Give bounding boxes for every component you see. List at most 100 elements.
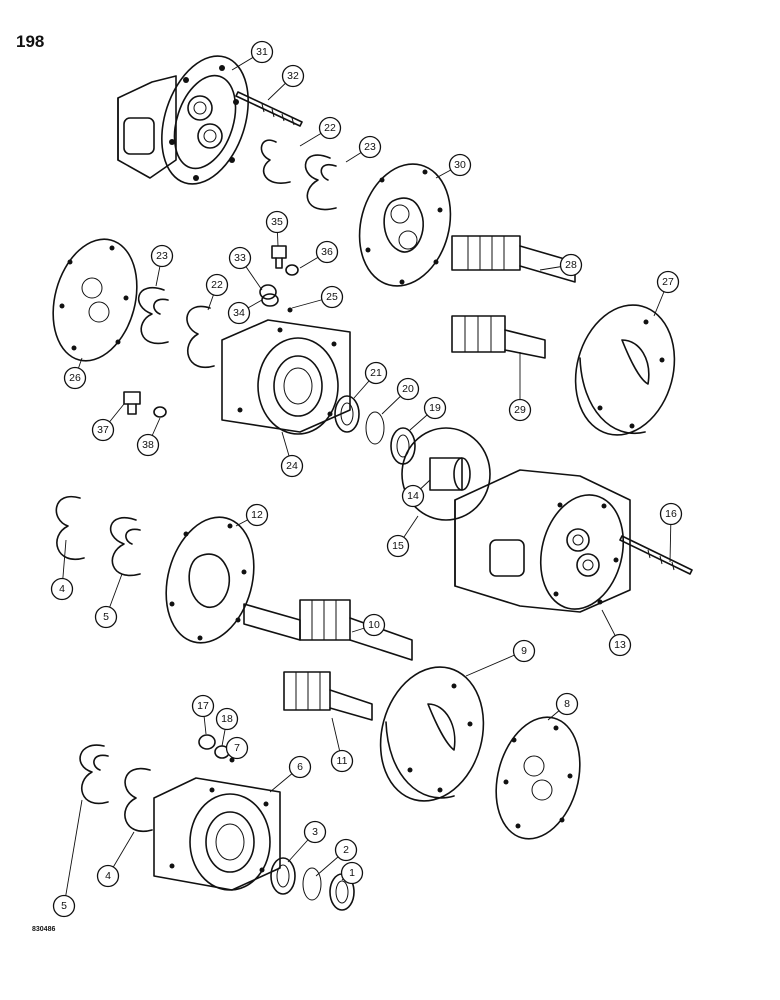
callout-36: 36 xyxy=(315,240,339,264)
callout-number: 2 xyxy=(343,844,349,856)
callout-number: 11 xyxy=(337,755,348,767)
seal-4-upper xyxy=(55,495,85,561)
callout-bubble xyxy=(555,692,579,716)
bushing-14 xyxy=(429,457,471,491)
seal-22-mid xyxy=(186,305,215,369)
stud-32 xyxy=(235,91,303,127)
callout-bubble xyxy=(215,707,239,731)
callout-number: 33 xyxy=(234,252,246,264)
callout-number: 22 xyxy=(211,279,223,291)
callout-number: 8 xyxy=(564,698,570,710)
callout-33: 33 xyxy=(228,246,252,270)
leader-line-5b xyxy=(63,799,83,907)
callout-number: 34 xyxy=(233,307,245,319)
drive-gear-10 xyxy=(243,599,413,661)
callout-number: 12 xyxy=(251,509,263,521)
callout-number: 4 xyxy=(105,870,111,882)
figure-code: 830486 xyxy=(32,926,56,933)
callout-number: 18 xyxy=(221,713,233,725)
center-section-24 xyxy=(221,319,351,435)
callout-12: 12 xyxy=(245,503,269,527)
callout-bubble xyxy=(340,861,364,885)
ring-2 xyxy=(302,867,322,901)
callout-5a: 5 xyxy=(94,605,118,629)
callout-bubble xyxy=(315,240,339,264)
callout-27: 27 xyxy=(656,270,680,294)
callout-bubble xyxy=(63,366,87,390)
callout-7: 7 xyxy=(225,736,249,760)
callout-20: 20 xyxy=(396,377,420,401)
callout-14: 14 xyxy=(401,484,425,508)
callout-34: 34 xyxy=(227,301,251,325)
o-ring-15 xyxy=(401,427,491,521)
callout-number: 35 xyxy=(271,216,283,228)
callout-23b: 23 xyxy=(150,244,174,268)
callout-bubble xyxy=(227,301,251,325)
callout-bubble xyxy=(281,64,305,88)
callout-bubble xyxy=(334,838,358,862)
callout-number: 16 xyxy=(665,508,677,520)
callout-number: 13 xyxy=(614,639,626,651)
callout-35: 35 xyxy=(265,210,289,234)
callout-bubble xyxy=(250,40,274,64)
front-cover-6 xyxy=(153,777,281,891)
callout-bubble xyxy=(362,613,386,637)
callout-4b: 4 xyxy=(96,864,120,888)
callout-number: 5 xyxy=(61,900,67,912)
callout-number: 5 xyxy=(103,611,109,623)
callout-bubble xyxy=(656,270,680,294)
backup-ring-5-lower xyxy=(79,744,109,805)
gear-housing-9 xyxy=(379,666,485,802)
callout-29: 29 xyxy=(508,398,532,422)
callout-3: 3 xyxy=(303,820,327,844)
callout-9: 9 xyxy=(512,639,536,663)
callout-bubble xyxy=(50,577,74,601)
callout-17: 17 xyxy=(191,694,215,718)
callout-bubble xyxy=(448,153,472,177)
seal-4-lower xyxy=(124,767,153,833)
callout-bubble xyxy=(508,398,532,422)
callout-32: 32 xyxy=(281,64,305,88)
callout-bubble xyxy=(330,749,354,773)
callout-bubble xyxy=(52,894,76,918)
callout-26: 26 xyxy=(63,366,87,390)
callout-number: 14 xyxy=(407,490,419,502)
callout-16: 16 xyxy=(659,502,683,526)
backup-ring-23-upper xyxy=(304,154,337,211)
callout-15: 15 xyxy=(386,534,410,558)
page-number: 198 xyxy=(16,32,45,51)
rear-cover-housing xyxy=(117,55,249,185)
callout-31: 31 xyxy=(250,40,274,64)
callout-6: 6 xyxy=(288,755,312,779)
callout-19: 19 xyxy=(423,396,447,420)
ring-20 xyxy=(365,411,385,445)
callout-bubble xyxy=(318,116,342,140)
callout-28: 28 xyxy=(559,253,583,277)
callout-10: 10 xyxy=(362,613,386,637)
callout-bubble xyxy=(659,502,683,526)
callout-11: 11 xyxy=(330,749,354,773)
callout-bubble xyxy=(320,285,344,309)
seal-22-upper xyxy=(260,139,291,184)
callout-number: 21 xyxy=(370,367,382,379)
wear-plate-26 xyxy=(52,238,138,362)
callout-24: 24 xyxy=(280,454,304,478)
wear-plate-8 xyxy=(495,716,581,840)
callout-number: 26 xyxy=(69,372,81,384)
callout-37: 37 xyxy=(91,418,115,442)
callout-bubble xyxy=(386,534,410,558)
front-housing-13 xyxy=(454,469,631,613)
callout-number: 36 xyxy=(321,246,333,258)
callout-bubble xyxy=(288,755,312,779)
callout-number: 7 xyxy=(234,742,240,754)
seal-21 xyxy=(334,395,360,433)
callout-bubble xyxy=(364,361,388,385)
callout-number: 3 xyxy=(312,826,318,838)
callout-18: 18 xyxy=(215,707,239,731)
callout-bubble xyxy=(559,253,583,277)
callout-number: 24 xyxy=(286,460,298,472)
callout-bubble xyxy=(265,210,289,234)
callout-bubble xyxy=(245,503,269,527)
callout-30: 30 xyxy=(448,153,472,177)
